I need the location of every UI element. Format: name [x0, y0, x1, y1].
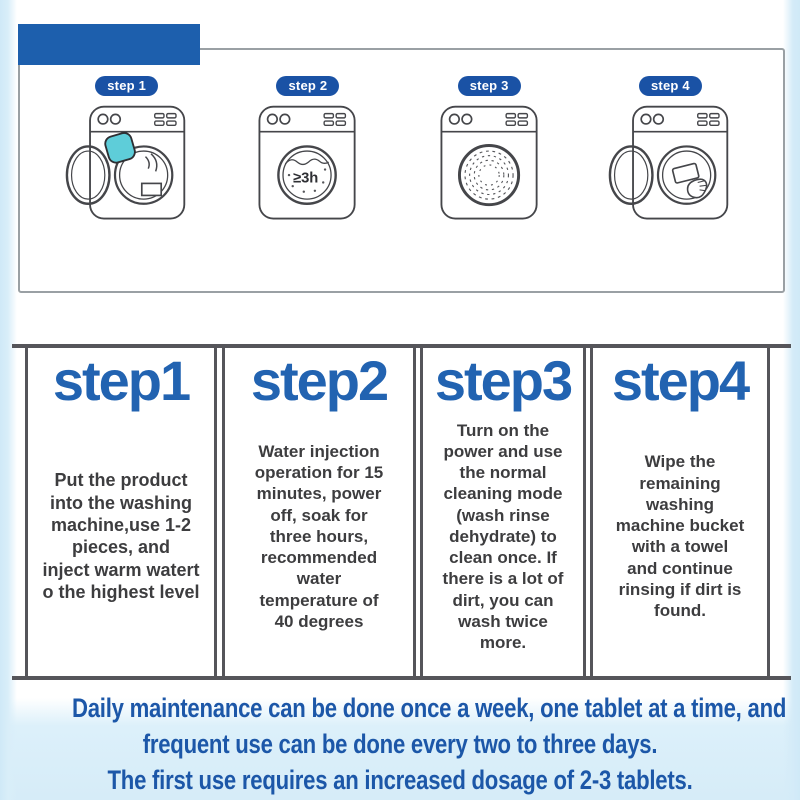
machine-knob: [640, 113, 652, 125]
towel-icon: [672, 162, 700, 184]
machine-knob: [448, 113, 460, 125]
step-2-illustration-group: step 2: [217, 76, 398, 225]
washing-machine-open-door-tablet-icon: [65, 105, 185, 220]
machine-knob: [653, 113, 665, 125]
step-4-badge: step 4: [638, 76, 702, 96]
machine-drum: [657, 145, 717, 205]
header-accent-bar: [18, 24, 200, 65]
machine-drum: [277, 145, 338, 205]
machine-drum: [113, 145, 174, 205]
hand-icon: [687, 178, 708, 199]
step-1-description: Put the product into the washing machine…: [42, 470, 200, 603]
step-3-badge: step 3: [457, 76, 521, 96]
water-wave: [285, 158, 330, 166]
machine-knob: [109, 113, 121, 125]
maintenance-note-line-3: The first use requires an increased dosa…: [107, 765, 693, 795]
open-door: [609, 145, 655, 205]
step-4-illustration-group: step 4: [580, 76, 761, 225]
soap-dots: [288, 168, 327, 193]
maintenance-note-line-2: frequent use can be done every two to th…: [142, 729, 658, 759]
step-2-column: step2 Water injection operation for 15 m…: [222, 348, 416, 676]
step-1-badge: step 1: [95, 76, 159, 96]
steps-instructions-table: step1 Put the product into the washing m…: [12, 344, 791, 680]
step-3-column: step3 Turn on the power and use the norm…: [420, 348, 586, 676]
step-3-heading: step3: [434, 349, 573, 412]
washing-machine-wipe-towel-icon: [609, 105, 729, 220]
step-1-illustration-group: step 1: [36, 76, 217, 225]
step-2-heading: step2: [250, 349, 389, 412]
machine-buttons: [505, 112, 528, 126]
machine-knob: [460, 113, 473, 125]
step-4-column: step4 Wipe the remaining washing machine…: [590, 348, 770, 676]
washing-machine-soaking-icon: ≥3h: [258, 105, 356, 220]
step-4-heading: step4: [611, 349, 750, 412]
washing-machine-spinning-icon: [440, 105, 538, 220]
machine-knob: [267, 113, 279, 125]
step-1-column: step1 Put the product into the washing m…: [25, 348, 217, 676]
machine-knob: [279, 113, 291, 125]
soak-duration-label: ≥3h: [293, 170, 318, 186]
open-door: [65, 145, 111, 205]
spin-swirl: [464, 150, 514, 200]
machine-drum: [457, 144, 520, 207]
step-2-badge: step 2: [276, 76, 340, 96]
machine-buttons: [323, 112, 347, 126]
step-3-description: Turn on the power and use the normal cle…: [442, 420, 564, 653]
machine-buttons: [153, 112, 177, 126]
step-2-description: Water injection operation for 15 minutes…: [254, 441, 384, 631]
steps-illustration-panel: step 1: [18, 48, 785, 293]
maintenance-note-line-1: Daily maintenance can be done once a wee…: [72, 693, 787, 723]
cleaning-tablet-icon: [103, 132, 136, 164]
machine-buttons: [697, 112, 721, 126]
maintenance-note: Daily maintenance can be done once a wee…: [72, 690, 787, 798]
step-1-heading: step1: [52, 349, 191, 412]
machine-knob: [96, 113, 109, 125]
step-4-description: Wipe the remaining washing machine bucke…: [615, 452, 745, 621]
step-3-illustration-group: step 3: [399, 76, 580, 225]
